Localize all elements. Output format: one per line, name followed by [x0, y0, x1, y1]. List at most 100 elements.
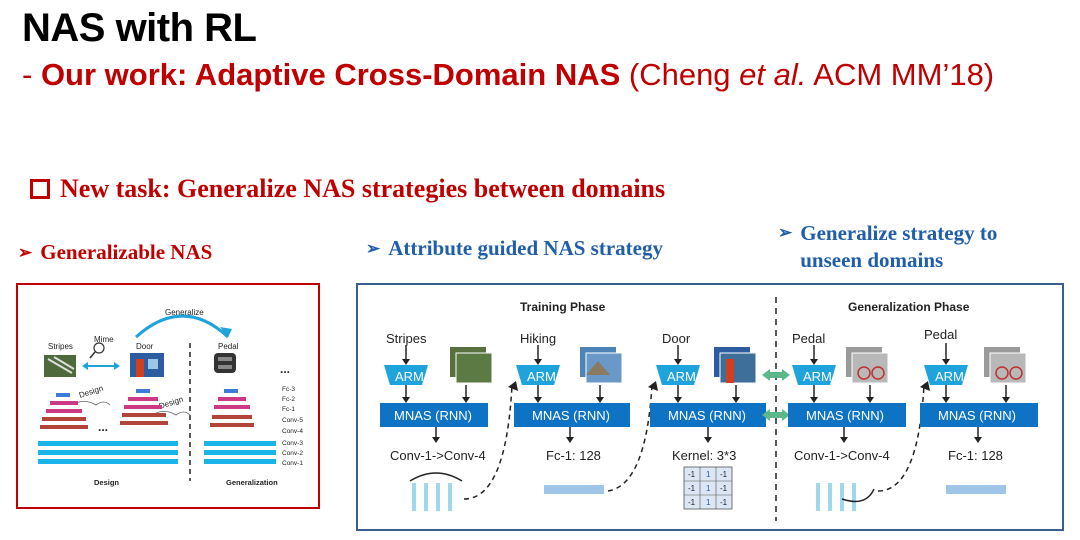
- mnas-label: MNAS (RNN): [668, 408, 746, 423]
- output-label: Fc-1: 128: [948, 448, 1003, 463]
- layer-label: Conv-2: [282, 450, 303, 457]
- arm-block: [792, 365, 836, 385]
- output-label: Conv-1->Conv-4: [794, 448, 890, 463]
- task-heading: New task: Generalize NAS strategies betw…: [30, 174, 665, 204]
- layer-label: Conv-1: [282, 460, 303, 467]
- footer-generalization: Generalization: [226, 478, 278, 487]
- pedal-label: Pedal: [218, 342, 239, 351]
- door-label: Door: [136, 342, 154, 351]
- arm-block: [384, 365, 428, 385]
- domain-label: Pedal: [924, 327, 957, 342]
- arm-block: [656, 365, 700, 385]
- domain-label: Stripes: [386, 331, 427, 346]
- arm-block: [516, 365, 560, 385]
- column-door: Door ARM MNAS (RNN) Kernel: 3*3 -1 1 -1 …: [650, 331, 766, 510]
- domain-label: Door: [662, 331, 691, 346]
- arm-label: ARM: [395, 369, 424, 384]
- layer-label: Fc-1: [282, 406, 295, 413]
- bullet-generalizable: ➢ Generalizable NAS: [18, 240, 212, 266]
- footer-design: Design: [94, 478, 119, 487]
- kernel-cell: 1: [706, 498, 711, 507]
- column-stripes: Stripes ARM MNAS (RNN) Conv-1->Conv-4: [380, 331, 493, 511]
- conv-bar: [38, 441, 178, 446]
- generalize-arc: [135, 314, 230, 339]
- kernel-cell: -1: [688, 484, 696, 493]
- page-title: NAS with RL: [22, 6, 257, 50]
- mnas-label: MNAS (RNN): [806, 408, 884, 423]
- dashed-flow-arrow: [607, 384, 653, 492]
- bullet-right-text: Generalize strategy to unseen domains: [800, 221, 998, 272]
- generalizable-nas-diagram: Generalize Stripes Mime Door Pedal ... D…: [38, 308, 303, 487]
- mnas-block: [650, 403, 766, 427]
- bullet-attribute-guided: ➢ Attribute guided NAS strategy: [366, 236, 663, 262]
- attribute-guided-diagram: Training Phase Generalization Phase Stri…: [380, 297, 1038, 521]
- mnas-block: [380, 403, 488, 427]
- output-label: Kernel: 3*3: [672, 448, 736, 463]
- pedal-image: [214, 353, 236, 373]
- arrow-bullet-icon: ➢: [366, 239, 381, 258]
- hand-icon: [155, 411, 191, 416]
- mnas-label: MNAS (RNN): [394, 408, 472, 423]
- column-pedal-1: Pedal ARM MNAS (RNN) Conv-1->Conv-4: [788, 331, 906, 511]
- ellipsis-mid: ...: [98, 420, 108, 434]
- bullet-mid-text: Attribute guided NAS strategy: [388, 236, 663, 260]
- kernel-matrix: -1 1 -1 -1 1 -1 -1 1 -1: [683, 466, 733, 510]
- double-arrow-icon: [762, 369, 790, 421]
- subtitle: - Our work: Adaptive Cross-Domain NAS (C…: [22, 56, 1062, 94]
- conv-bar: [38, 459, 178, 464]
- kernel-cell: 1: [706, 484, 711, 493]
- generalize-label: Generalize: [165, 308, 204, 317]
- design-label-1: Design: [78, 384, 104, 400]
- subtitle-rest-2: ACM MM’18): [806, 57, 995, 92]
- mnas-block: [788, 403, 906, 427]
- kernel-cell: -1: [688, 498, 696, 507]
- training-phase-label: Training Phase: [520, 300, 606, 314]
- subtitle-bold: Our work: Adaptive Cross-Domain NAS: [40, 57, 621, 92]
- architecture-stack-2: [120, 389, 168, 425]
- arrow-bullet-icon: ➢: [18, 243, 33, 262]
- layer-label: Fc-3: [282, 386, 295, 393]
- subtitle-italic: et al.: [739, 57, 807, 92]
- mime-label: Mime: [94, 335, 114, 344]
- column-pedal-2: Pedal ARM MNAS (RNN) Fc-1: 128: [920, 327, 1038, 494]
- bullet-generalize-strategy: ➢ Generalize strategy to unseen domains: [778, 220, 1048, 274]
- column-hiking: Hiking ARM MNAS (RNN) Fc-1: 128: [514, 331, 630, 494]
- subtitle-rest-1: (Cheng: [620, 57, 740, 92]
- mnas-label: MNAS (RNN): [938, 408, 1016, 423]
- hand-icon: [75, 401, 111, 406]
- fc-bar: [946, 485, 1006, 494]
- output-label: Conv-1->Conv-4: [390, 448, 486, 463]
- output-label: Fc-1: 128: [546, 448, 601, 463]
- arm-label: ARM: [935, 369, 964, 384]
- stripes-label: Stripes: [48, 342, 73, 351]
- domain-label: Pedal: [792, 331, 825, 346]
- fc-bar: [544, 485, 604, 494]
- kernel-cell: -1: [688, 470, 696, 479]
- subtitle-prefix: -: [22, 57, 41, 92]
- kernel-cell: -1: [720, 498, 728, 507]
- architecture-stack-3: [204, 389, 276, 464]
- kernel-cell: -1: [720, 484, 728, 493]
- conv-bar: [38, 450, 178, 455]
- kernel-cell: 1: [706, 470, 711, 479]
- arm-label: ARM: [667, 369, 696, 384]
- arm-label: ARM: [803, 369, 832, 384]
- layer-label: Conv-4: [282, 428, 303, 435]
- arm-label: ARM: [527, 369, 556, 384]
- ellipsis-right: ...: [280, 362, 290, 376]
- arrow-head-icon: [220, 327, 232, 337]
- layer-label: Conv-5: [282, 417, 303, 424]
- layer-label: Conv-3: [282, 440, 303, 447]
- mnas-block: [920, 403, 1038, 427]
- arm-block: [924, 365, 968, 385]
- kernel-cell: -1: [720, 470, 728, 479]
- architecture-stack-1: [40, 393, 88, 429]
- magnifier-icon: [93, 342, 105, 354]
- layer-label: Fc-2: [282, 396, 295, 403]
- attribute-guided-panel: Training Phase Generalization Phase Stri…: [356, 283, 1064, 531]
- mnas-label: MNAS (RNN): [532, 408, 610, 423]
- dashed-flow-arrow: [877, 384, 925, 492]
- generalization-phase-label: Generalization Phase: [848, 300, 970, 314]
- generalizable-nas-panel: Generalize Stripes Mime Door Pedal ... D…: [16, 283, 320, 509]
- bullet-left-text: Generalizable NAS: [40, 240, 213, 264]
